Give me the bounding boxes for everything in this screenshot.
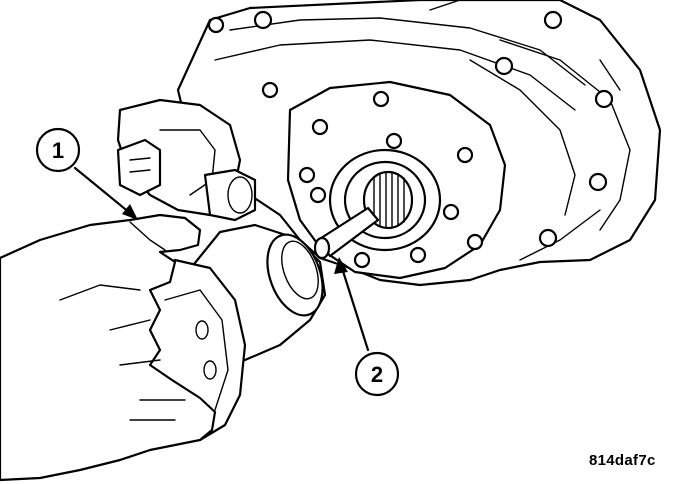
seal-installer-tool (133, 223, 327, 442)
bolt (494, 56, 514, 76)
bolt (538, 228, 558, 248)
bolt (207, 16, 225, 34)
bolt (353, 251, 371, 269)
bolt (588, 172, 608, 192)
bolt (594, 89, 614, 109)
transfer-case-housing (116, 0, 662, 287)
bolt (298, 166, 316, 184)
bolt (253, 10, 273, 30)
callout-2: 2 (354, 351, 400, 397)
leader-line-2 (340, 266, 370, 352)
callout-2-label: 2 (371, 362, 383, 387)
bolt (309, 186, 327, 204)
housing-bolts (207, 10, 614, 269)
bolt (442, 203, 460, 221)
output-shaft-assembly (313, 148, 442, 260)
bolt (261, 81, 279, 99)
bolt (372, 90, 390, 108)
leader-line-1 (73, 166, 132, 215)
figure-id: 814daf7c (589, 452, 656, 469)
bolt (409, 246, 427, 264)
callout-1: 1 (35, 127, 81, 173)
bolt (311, 118, 329, 136)
callout-1-label: 1 (52, 138, 64, 163)
leader-lines (73, 166, 370, 352)
bolt (543, 10, 563, 30)
bolt (385, 132, 403, 150)
technician-hand (0, 213, 217, 482)
bolt (466, 233, 484, 251)
bolt (456, 146, 474, 164)
leader-arrow-1 (122, 204, 138, 220)
leader-arrow-2 (334, 257, 348, 274)
